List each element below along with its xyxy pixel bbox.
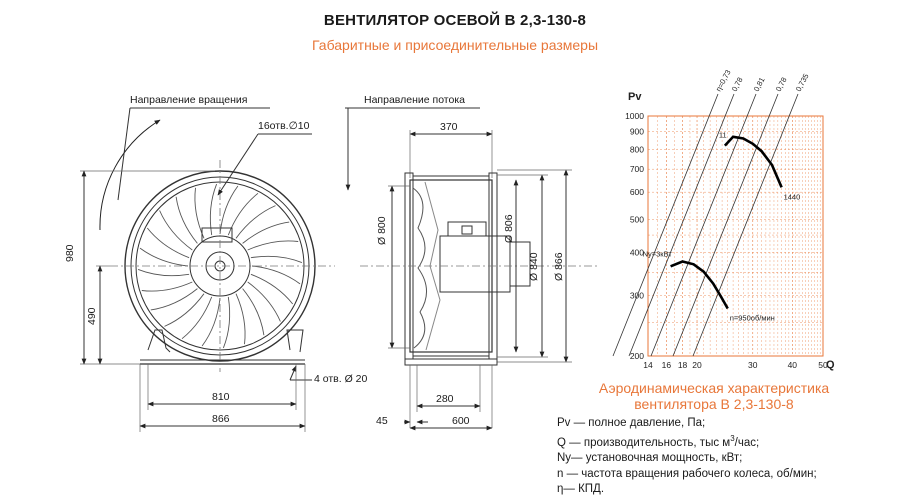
dim-980: 980 [64, 244, 76, 262]
y-tick-label: 500 [630, 214, 644, 224]
performance-curve [725, 137, 782, 188]
curve-end-label: n=950об/мин [730, 314, 775, 323]
dim-d806: Ø 806 [503, 214, 515, 243]
dim-45: 45 [376, 415, 388, 427]
y-tick-label: 1000 [625, 111, 644, 121]
dim-d800: Ø 800 [376, 216, 388, 245]
legend-ny: Ny— установочная мощность, кВт; [557, 451, 817, 466]
legend-n: n — частота вращения рабочего колеса, об… [557, 467, 817, 482]
impeller-blade [243, 289, 264, 336]
y-tick-label: 600 [630, 187, 644, 197]
impeller-blade [138, 269, 189, 275]
impeller-blade [140, 248, 188, 266]
efficiency-label: 0,78 [730, 76, 745, 93]
y-tick-label: 700 [630, 164, 644, 174]
rotation-direction-label: Направление вращения [130, 94, 247, 106]
dim-d866: Ø 866 [553, 252, 565, 281]
x-tick-label: 20 [692, 360, 702, 370]
impeller-blade [151, 289, 198, 310]
impeller-blade [248, 241, 299, 250]
dim-490: 490 [86, 307, 98, 325]
impeller-blade [195, 188, 204, 239]
chart-caption-line1: Аэродинамическая характеристика [578, 380, 850, 396]
efficiency-line [613, 94, 718, 356]
impeller-blade [176, 197, 197, 244]
y-tick-label: 300 [630, 291, 644, 301]
impeller-blade [251, 256, 302, 262]
y-tick-label: 200 [630, 351, 644, 361]
dim-d840: Ø 840 [528, 252, 540, 281]
curve-start-label: 11 [719, 131, 727, 140]
efficiency-label: 0,78 [774, 76, 789, 93]
x-tick-label: 16 [662, 360, 672, 370]
y-tick-label: 800 [630, 144, 644, 154]
dim-600: 600 [452, 415, 470, 427]
impeller-blade [243, 222, 290, 243]
front-view [80, 108, 335, 432]
curve-start-label: Ny=3кВт [643, 249, 673, 258]
dim-866-width: 866 [212, 413, 230, 425]
impeller-blade [142, 282, 193, 291]
x-axis-label: Q [826, 359, 835, 371]
y-tick-label: 900 [630, 127, 644, 137]
impeller-blade [223, 297, 229, 348]
foot-holes-label: 4 отв. Ø 20 [314, 373, 367, 385]
legend-eta: η— КПД. [557, 482, 817, 497]
impeller-blade [220, 186, 238, 234]
x-tick-label: 14 [643, 360, 653, 370]
curve-end-label: 1440 [784, 192, 801, 201]
chart-caption: Аэродинамическая характеристика вентилят… [578, 380, 850, 412]
impeller-blade [202, 298, 220, 346]
dim-280: 280 [436, 393, 454, 405]
flow-direction-label: Направление потока [364, 94, 465, 106]
impeller-blade [236, 294, 245, 345]
dim-370: 370 [440, 121, 458, 133]
impeller-blade [252, 266, 300, 284]
legend-pv: Pv — полное давление, Па; [557, 416, 817, 431]
y-tick-label: 400 [630, 248, 644, 258]
legend-q: Q — производительность, тыс м3/час; [557, 431, 817, 451]
mounting-holes-label: 16отв.∅10 [258, 120, 309, 132]
x-tick-label: 40 [788, 360, 798, 370]
dim-810: 810 [212, 391, 230, 403]
legend: Pv — полное давление, Па; Q — производит… [557, 416, 817, 497]
y-axis-label: Pv [628, 91, 642, 103]
efficiency-label: 0,735 [794, 72, 811, 93]
x-tick-label: 30 [748, 360, 758, 370]
impeller-blade [210, 184, 216, 235]
x-tick-label: 18 [678, 360, 688, 370]
chart-caption-line2: вентилятора В 2,3-130-8 [578, 396, 850, 412]
efficiency-label: 0,81 [752, 76, 767, 93]
